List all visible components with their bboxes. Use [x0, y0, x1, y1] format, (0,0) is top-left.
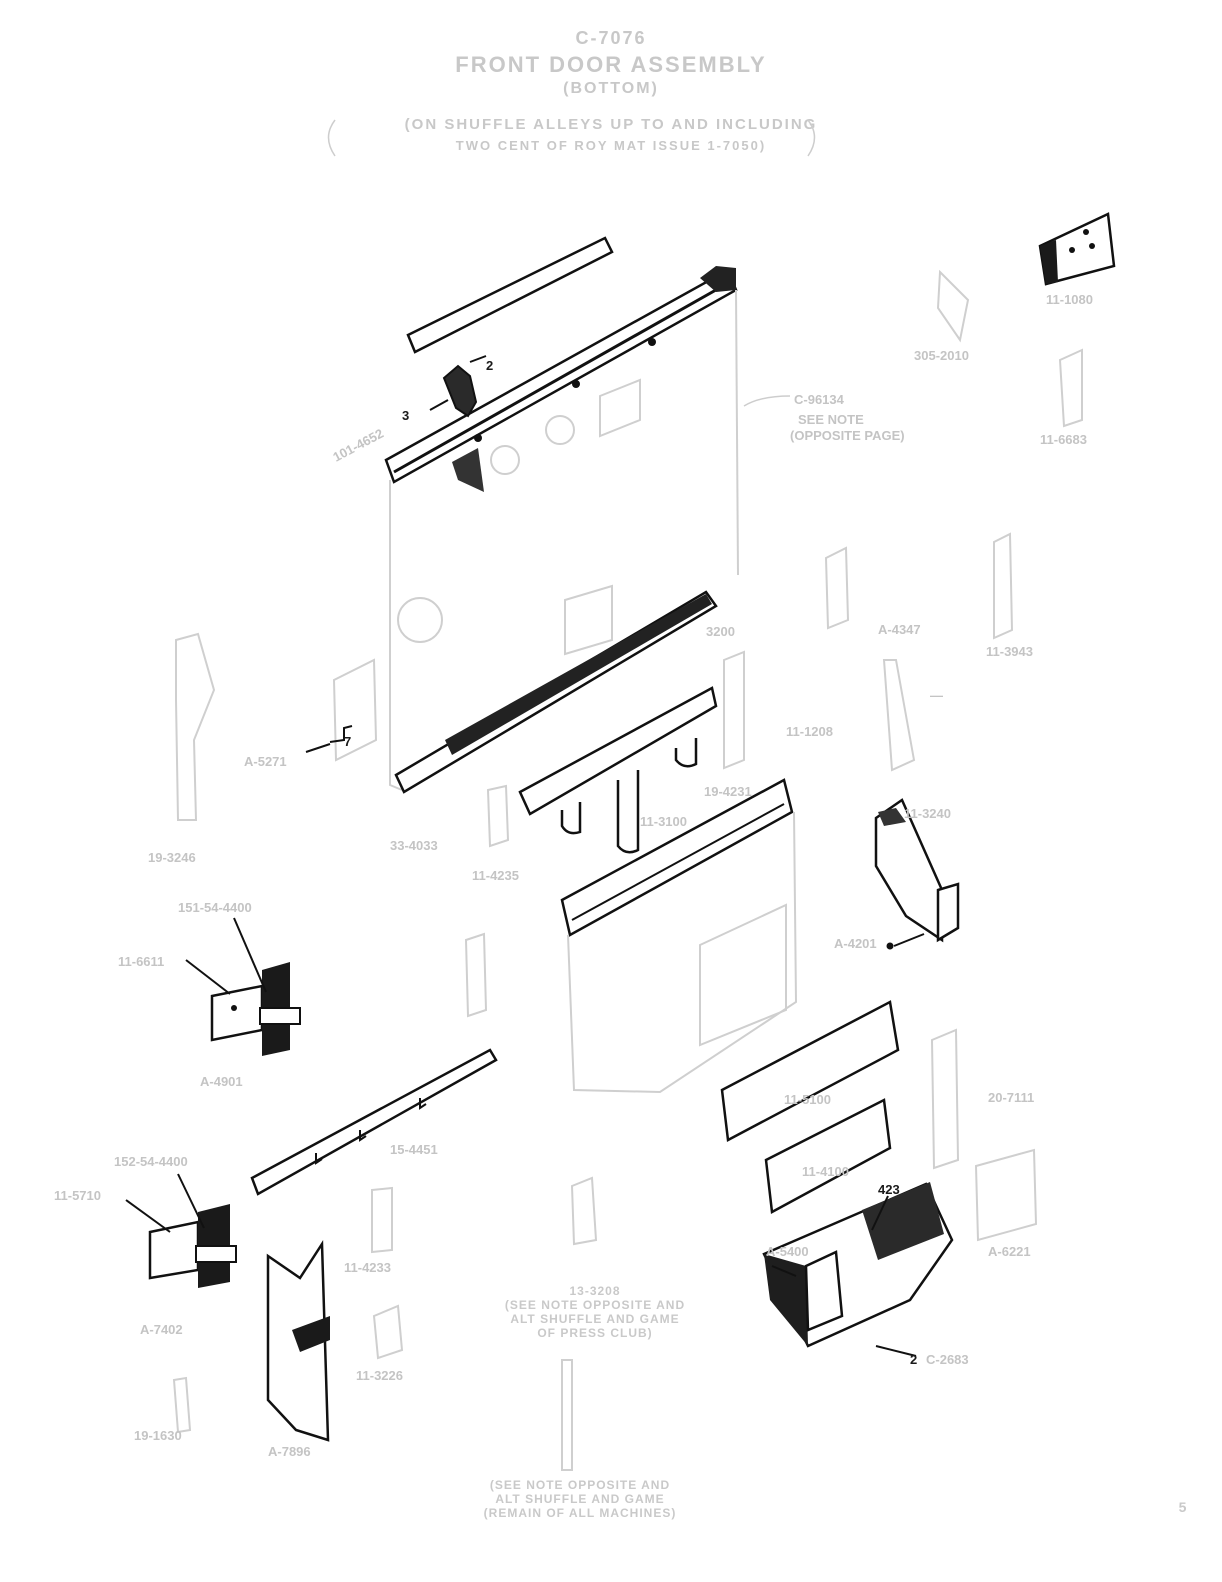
label-11-1208: 11-1208: [786, 724, 833, 739]
label-11-4233: 11-4233: [344, 1260, 391, 1275]
label-a-5271: A-5271: [244, 754, 287, 769]
cover-plate-part: [1038, 212, 1116, 286]
long-rod-part: [250, 1048, 498, 1196]
drawing-subtitle: (BOTTOM): [563, 80, 659, 97]
label-151-54-4400: 151-54-4400: [178, 900, 252, 915]
top-strip-part: [406, 236, 614, 354]
title-right-brace: [807, 119, 816, 157]
label-11-3100: 11-3100: [640, 814, 687, 829]
label-2-catch: 2: [486, 358, 493, 373]
label-3200: 3200: [706, 624, 735, 639]
label-see-note: SEE NOTE: [798, 412, 864, 427]
label-101-4652: 101-4652: [330, 426, 386, 465]
plate-upper-part: [720, 1000, 900, 1142]
label-11-3240: 11-3240: [904, 806, 951, 821]
label-11-3226: 11-3226: [356, 1368, 403, 1383]
label-a-5400: A-5400: [766, 1244, 809, 1259]
catch-bracket-part: [429, 355, 487, 418]
label-c-96134: C-96134: [794, 392, 845, 407]
label-3-catch: 3: [402, 408, 409, 423]
label-c-2683: C-2683: [926, 1352, 969, 1367]
label-a-7896: A-7896: [268, 1444, 311, 1459]
label-7: 7: [344, 734, 351, 749]
label-11-5710: 11-5710: [54, 1188, 101, 1203]
label-19-1630: 19-1630: [134, 1428, 182, 1443]
hinge-lower-part: [125, 1173, 237, 1288]
drawing-number: C-7076: [575, 28, 647, 48]
label-11-1080: 11-1080: [1046, 292, 1093, 307]
label-11-6683: 11-6683: [1040, 432, 1087, 447]
title-left-brace: [327, 119, 336, 157]
side-guide-part: [874, 798, 960, 950]
label-20-7111: 20-7111: [988, 1090, 1034, 1105]
coin-tray-part: [762, 1182, 954, 1357]
label-19-4231: 19-4231: [704, 784, 752, 799]
latch-part: [305, 658, 378, 762]
label-a-4201: A-4201: [834, 936, 877, 951]
door-frame-part: [384, 266, 739, 794]
label-152-54-4400: 152-54-4400: [114, 1154, 188, 1169]
label-2-coin-tray: 2: [910, 1352, 917, 1367]
drawing-note-1: (ON SHUFFLE ALLEYS UP TO AND INCLUDING: [404, 116, 818, 133]
label-19-3246: 19-3246: [148, 850, 196, 865]
label-a-4901: A-4901: [200, 1074, 243, 1089]
label-11-3943: 11-3943: [986, 644, 1033, 659]
lower-apron-part: [518, 686, 718, 854]
label-11-5100: 11-5100: [784, 1092, 831, 1107]
bottom-note: (SEE NOTE OPPOSITE AND ALT SHUFFLE AND G…: [483, 1478, 677, 1520]
drawing-title: FRONT DOOR ASSEMBLY: [455, 52, 767, 77]
label-305-2010: 305-2010: [914, 348, 969, 363]
label-33-4033: 33-4033: [390, 838, 438, 853]
plate-lower-part: [764, 1098, 892, 1214]
label-423: 423: [878, 1182, 900, 1197]
label-opposite-page: (OPPOSITE PAGE): [790, 428, 905, 443]
drawing-note-2: TWO CENT OF ROY MAT ISSUE 1-7050): [455, 138, 767, 153]
side-bracket-part: [266, 1239, 330, 1442]
label-a-7402: A-7402: [140, 1322, 183, 1337]
label-11-6611-upper: 11-6611: [118, 954, 164, 969]
lower-panel-part: [560, 778, 798, 1094]
center-note: 13-3208 (SEE NOTE OPPOSITE AND ALT SHUFF…: [504, 1284, 686, 1340]
label-a-6221: A-6221: [988, 1244, 1031, 1259]
hinge-upper-part: [185, 917, 301, 1056]
label-a-4347: A-4347: [878, 622, 921, 637]
label-11-4235: 11-4235: [472, 868, 519, 883]
label-11-4100: 11-4100: [802, 1164, 849, 1179]
page-number: 5: [1178, 1499, 1188, 1515]
faint-parts-group: [172, 269, 1083, 1471]
label-dash: —: [930, 688, 943, 703]
label-15-4451: 15-4451: [390, 1142, 438, 1157]
